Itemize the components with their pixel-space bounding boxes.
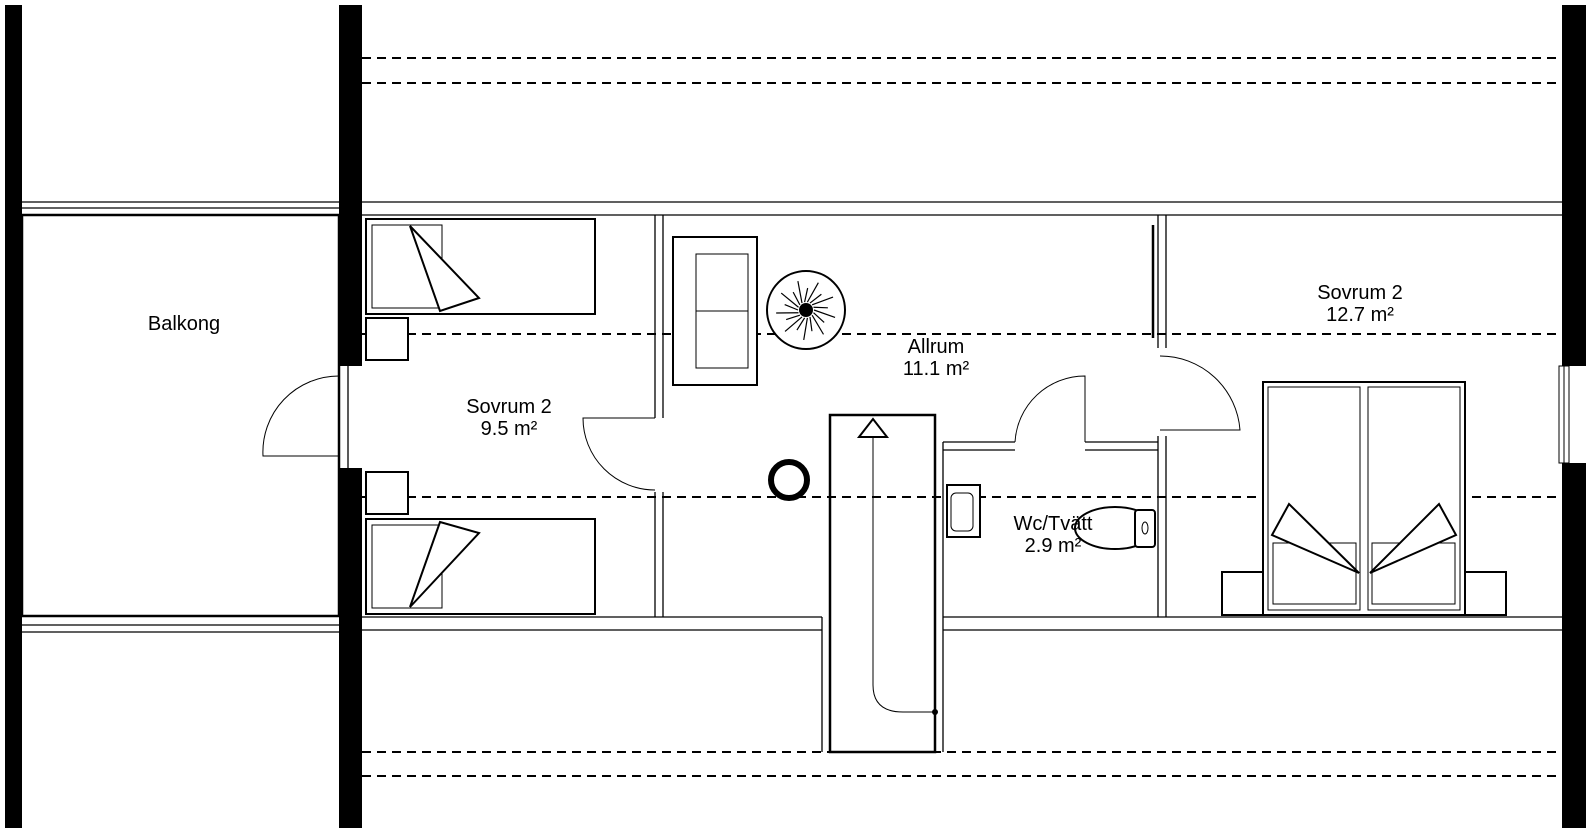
plant [766, 270, 846, 350]
plant-leaf [813, 306, 828, 309]
plant-leaf [813, 312, 825, 323]
balkong-label: Balkong [148, 313, 220, 335]
double-bed [1262, 381, 1466, 616]
sovrum-right-name: Sovrum 2 [1317, 282, 1403, 304]
sofa [672, 236, 758, 386]
allrum-name: Allrum [908, 336, 965, 358]
plant-leaf [803, 317, 808, 341]
allrum-area: 11.1 m² [903, 358, 970, 380]
interior-doors [582, 355, 1241, 491]
plant-leaf [813, 309, 836, 318]
nightstands-right [1221, 571, 1507, 616]
plant-leaf [811, 314, 825, 335]
nightstands-left [365, 317, 409, 515]
plant-leaf [780, 292, 799, 308]
plant-leaf [784, 304, 799, 311]
plant-leaf [792, 291, 801, 306]
plant-leaf [784, 316, 803, 332]
plant-leaf [806, 282, 819, 303]
plant-leaf [797, 281, 803, 304]
plant-leaf [809, 316, 813, 332]
plant-leaf [809, 293, 822, 304]
exterior-walls [5, 5, 1586, 828]
sovrum-left-area: 9.5 m² [481, 418, 538, 440]
toilet [1074, 506, 1156, 550]
wash-basin [946, 484, 981, 538]
wc-name: Wc/Tvätt [1014, 513, 1093, 535]
sovrum-right-area: 12.7 m² [1326, 304, 1394, 326]
plant-leaf [796, 317, 806, 331]
knee-walls [22, 201, 1562, 633]
plant-leaf [811, 296, 834, 306]
sovrum-left-name: Sovrum 2 [466, 396, 552, 418]
single-bed-top [365, 218, 596, 315]
plant-leaf [785, 314, 801, 321]
plant-leaf [804, 287, 809, 303]
single-bed-bottom [365, 518, 596, 615]
balcony [6, 213, 341, 618]
staircase [828, 413, 938, 754]
round-stool [768, 459, 810, 501]
room-labels: Balkong Sovrum 2 9.5 m² Allrum 11.1 m² S… [148, 282, 1403, 557]
wardrobe-right [1558, 365, 1570, 464]
balcony-door [262, 366, 349, 468]
wc-area: 2.9 m² [1025, 535, 1082, 557]
